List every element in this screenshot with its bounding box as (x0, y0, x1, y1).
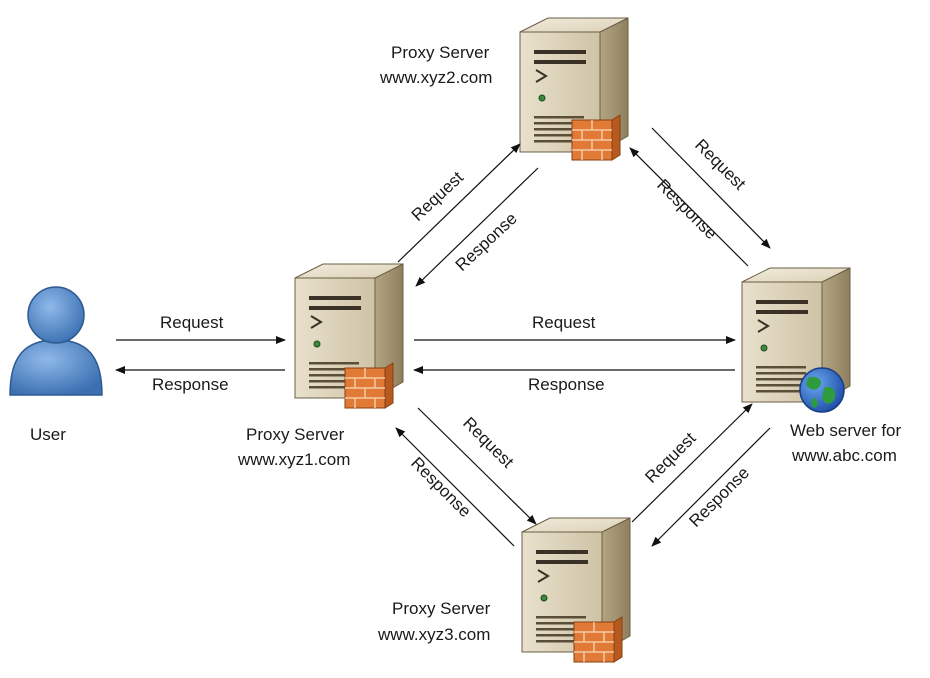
arrow-web-to-proxy2 (629, 147, 749, 267)
label-web-to-proxy1: Response (528, 375, 605, 394)
proxy1-firewall-icon (344, 362, 394, 409)
arrow-proxy1-to-proxy3 (417, 407, 537, 525)
label-proxy1-to-user: Response (152, 375, 229, 394)
label-proxy3-to-proxy1: Response (407, 453, 475, 521)
proxy1-host: www.xyz1.com (237, 450, 350, 469)
arrow-proxy1-to-proxy2 (397, 143, 521, 263)
user-icon (9, 286, 103, 396)
globe-icon (799, 367, 845, 413)
arrow-proxy2-to-proxy1 (415, 167, 539, 287)
label-web-to-proxy2: Response (653, 175, 721, 243)
label-user-to-proxy1: Request (160, 313, 224, 332)
arrow-proxy3-to-web (631, 403, 753, 523)
label-proxy1-to-proxy2: Request (408, 168, 467, 225)
arrow-proxy3-to-proxy1 (395, 427, 515, 547)
label-proxy3-to-web: Request (641, 428, 699, 486)
web-title: Web server for (790, 421, 902, 440)
web-host: www.abc.com (791, 446, 897, 465)
proxy2-title: Proxy Server (391, 43, 490, 62)
label-web-to-proxy3: Response (685, 463, 753, 531)
proxy2-firewall-icon (571, 114, 621, 161)
proxy3-title: Proxy Server (392, 599, 491, 618)
proxy3-host: www.xyz3.com (377, 625, 490, 644)
label-proxy1-to-proxy3: Request (459, 413, 517, 471)
arrow-proxy2-to-web (651, 127, 771, 249)
proxy3-firewall-icon (573, 616, 623, 663)
arrow-web-to-proxy3 (651, 427, 771, 547)
label-proxy2-to-web: Request (691, 135, 749, 193)
label-proxy1-to-web: Request (532, 313, 596, 332)
proxy1-title: Proxy Server (246, 425, 345, 444)
user-label: User (30, 425, 66, 444)
proxy2-host: www.xyz2.com (379, 68, 492, 87)
